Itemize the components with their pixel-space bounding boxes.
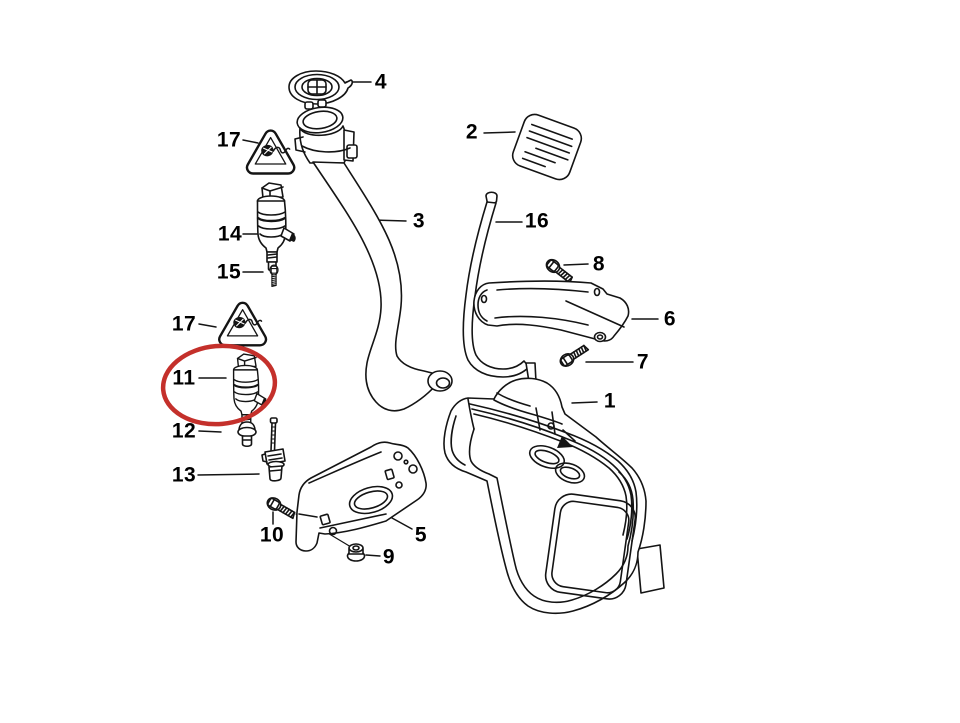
part-3-hose <box>312 161 453 412</box>
part-17-warning-triangle-upper <box>245 129 296 175</box>
callout-9[interactable]: 9 <box>382 545 396 569</box>
part-12-grommet <box>237 421 257 448</box>
callout-14[interactable]: 14 <box>217 222 243 246</box>
callout-10[interactable]: 10 <box>259 523 285 547</box>
highlight-ellipse-part-11 <box>160 343 278 427</box>
leader-17-lower <box>198 323 217 328</box>
leader-17-upper <box>242 139 259 144</box>
callout-12[interactable]: 12 <box>171 419 197 443</box>
callout-7[interactable]: 7 <box>636 350 650 374</box>
leader-8 <box>563 263 589 266</box>
filler-neck <box>294 99 358 164</box>
callout-5[interactable]: 5 <box>414 523 428 547</box>
callout-8[interactable]: 8 <box>592 252 606 276</box>
leader-1 <box>571 401 598 404</box>
part-13-sensor <box>261 417 286 482</box>
part-15-screw <box>269 264 279 288</box>
callout-16[interactable]: 16 <box>524 209 550 233</box>
part-5-bracket <box>295 441 427 552</box>
leader-2 <box>483 131 516 134</box>
callout-13[interactable]: 13 <box>171 463 197 487</box>
leader-9 <box>365 554 381 557</box>
part-2-plate <box>511 113 583 181</box>
callout-3[interactable]: 3 <box>412 209 426 233</box>
callout-11[interactable]: 11 <box>172 366 196 390</box>
callout-1[interactable]: 1 <box>603 389 617 413</box>
callout-17-lower[interactable]: 17 <box>171 312 197 336</box>
callout-2[interactable]: 2 <box>465 120 479 144</box>
leader-12 <box>198 430 222 433</box>
part-1-reservoir <box>443 377 665 615</box>
part-6-bracket <box>473 280 630 343</box>
part-7-screw <box>557 341 591 370</box>
callout-15[interactable]: 15 <box>216 260 242 284</box>
callout-17-upper[interactable]: 17 <box>216 128 242 152</box>
part-14-pump <box>256 181 297 272</box>
callout-4[interactable]: 4 <box>374 70 388 94</box>
part-17-warning-triangle-lower <box>218 301 268 347</box>
leader-5 <box>391 517 413 530</box>
part-9-nut <box>346 543 366 562</box>
callout-6[interactable]: 6 <box>663 307 677 331</box>
part-4-cap <box>288 70 354 105</box>
leader-13 <box>197 473 260 476</box>
